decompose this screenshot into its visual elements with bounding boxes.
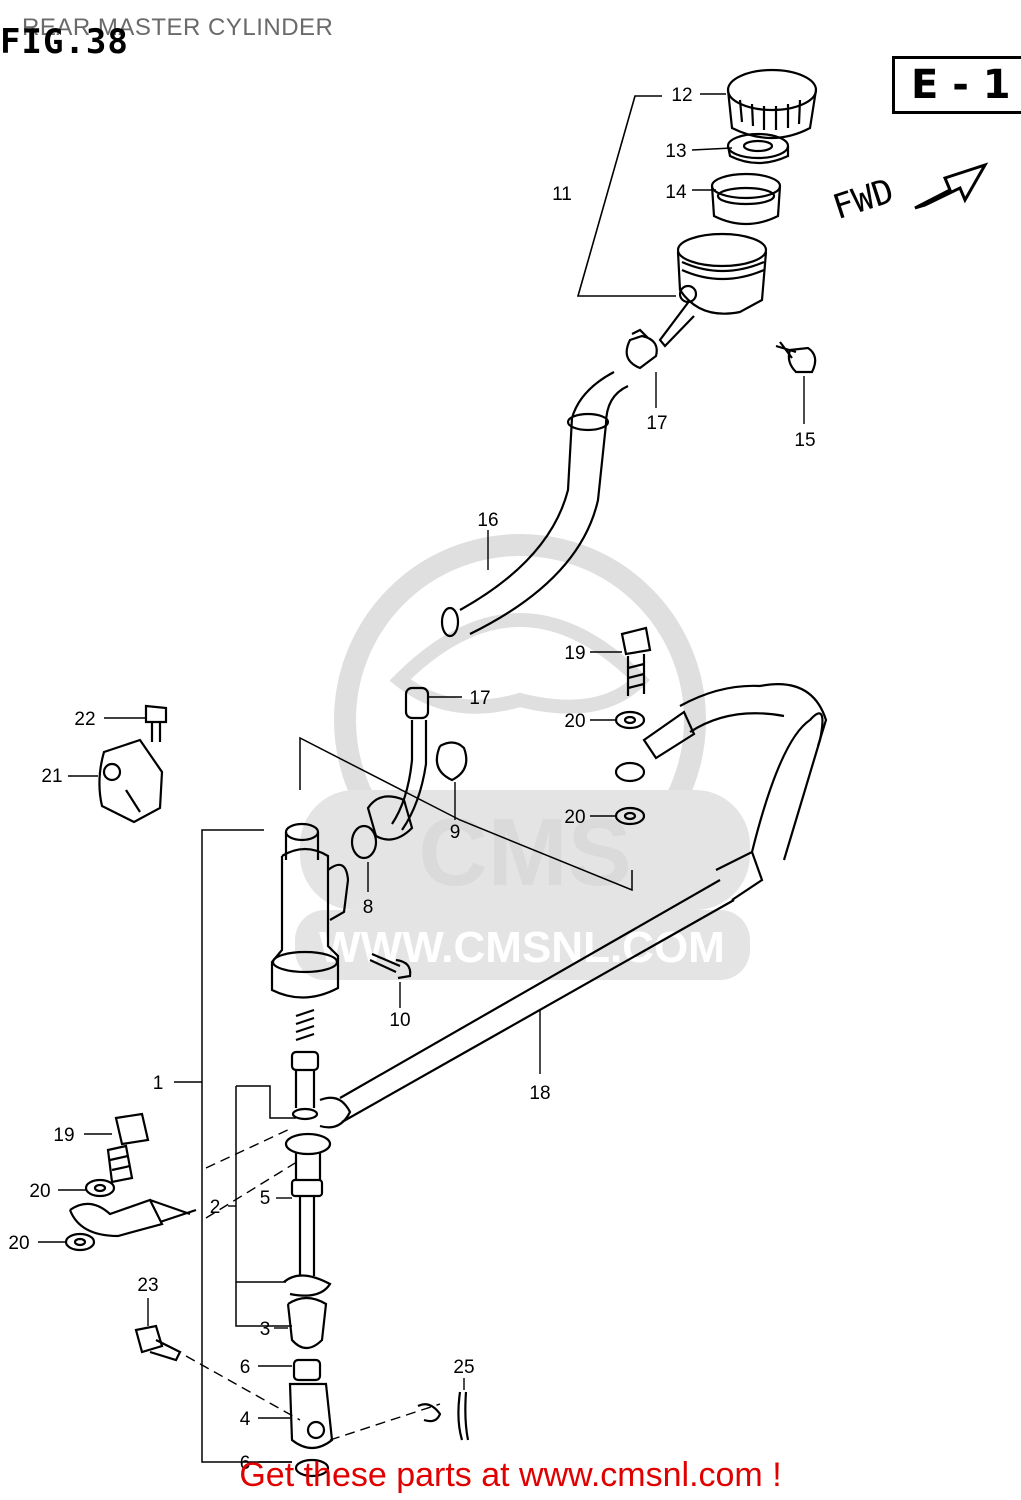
callout-6-lower: 6 xyxy=(240,1453,251,1474)
leader-lines xyxy=(38,93,733,1463)
washer-lower-2 xyxy=(64,1232,96,1252)
callout-6-upper: 6 xyxy=(240,1357,251,1378)
washer-lower-1 xyxy=(84,1178,116,1198)
reservoir-hose xyxy=(440,371,629,638)
callout-3: 3 xyxy=(260,1319,271,1340)
cms-watermark: CMS WWW.CMSNL.COM xyxy=(295,534,750,980)
region-code-box: E - 1 xyxy=(892,56,1021,114)
callout-4: 4 xyxy=(240,1409,251,1430)
callout-9: 9 xyxy=(450,822,461,843)
cotter-pin xyxy=(417,1391,470,1441)
washer-upper-1 xyxy=(614,710,646,730)
callout-19-lower: 19 xyxy=(53,1125,74,1146)
assembly-bracket-11 xyxy=(576,95,676,297)
guide-dashed-lines xyxy=(185,1127,441,1441)
hose-connector xyxy=(366,795,414,841)
callout-22: 22 xyxy=(74,709,95,730)
banjo-bolt-lower xyxy=(106,1112,150,1184)
banjo-bolt-upper xyxy=(620,626,652,696)
callout-21: 21 xyxy=(41,766,62,787)
callout-23: 23 xyxy=(137,1275,158,1296)
callout-16: 16 xyxy=(477,510,498,531)
watermark-url: WWW.CMSNL.COM xyxy=(319,923,725,972)
callout-20-lower-2: 20 xyxy=(8,1233,29,1254)
assembly-bracket-1 xyxy=(201,829,296,1463)
hose-clamp-upper xyxy=(625,328,658,370)
piston xyxy=(290,1050,320,1121)
hose-clamp-lower xyxy=(391,686,430,831)
diaphragm-plate xyxy=(726,132,790,165)
brake-hose xyxy=(319,683,828,1129)
mounting-bolt xyxy=(775,341,817,424)
callout-20-upper-2: 20 xyxy=(564,807,585,828)
circlip xyxy=(435,741,468,820)
callout-13: 13 xyxy=(665,141,686,162)
callout-20-lower-1: 20 xyxy=(29,1181,50,1202)
page-title: REAR MASTER CYLINDER xyxy=(22,14,334,41)
callout-17-lower: 17 xyxy=(469,688,490,709)
callout-12: 12 xyxy=(671,85,692,106)
spring xyxy=(295,1008,315,1042)
callout-8: 8 xyxy=(363,897,374,918)
figure-number: FIG.38 xyxy=(0,22,129,62)
callout-17-upper: 17 xyxy=(646,413,667,434)
screw xyxy=(369,952,412,1008)
callout-1: 1 xyxy=(153,1073,164,1094)
bracket-bolt xyxy=(144,704,168,742)
callout-20-upper-1: 20 xyxy=(564,711,585,732)
callout-5: 5 xyxy=(260,1188,271,1209)
master-cylinder-body xyxy=(270,822,350,999)
callout-25: 25 xyxy=(453,1357,474,1378)
reservoir-cap xyxy=(726,68,818,140)
callout-2: 2 xyxy=(210,1197,221,1218)
diaphragm xyxy=(710,172,782,226)
hose-end-fitting xyxy=(68,1198,197,1238)
assembly-guide-lines xyxy=(299,736,633,892)
callout-15: 15 xyxy=(794,430,815,451)
push-rod-assembly xyxy=(283,1132,334,1478)
callout-19-upper: 19 xyxy=(564,643,585,664)
pivot-bolt xyxy=(134,1324,182,1362)
callout-14: 14 xyxy=(665,182,687,203)
callout-11: 11 xyxy=(552,184,572,205)
callout-18: 18 xyxy=(529,1083,550,1104)
callout-10: 10 xyxy=(389,1010,410,1031)
footer-link-text[interactable]: Get these parts at www.cmsnl.com ! xyxy=(239,1456,782,1494)
forward-arrow xyxy=(914,162,989,210)
reservoir-tank xyxy=(658,232,768,348)
o-ring xyxy=(350,824,378,892)
part-labels: 12 13 11 14 17 15 16 19 22 17 20 21 9 20… xyxy=(8,85,815,1474)
mounting-bracket xyxy=(98,738,164,824)
